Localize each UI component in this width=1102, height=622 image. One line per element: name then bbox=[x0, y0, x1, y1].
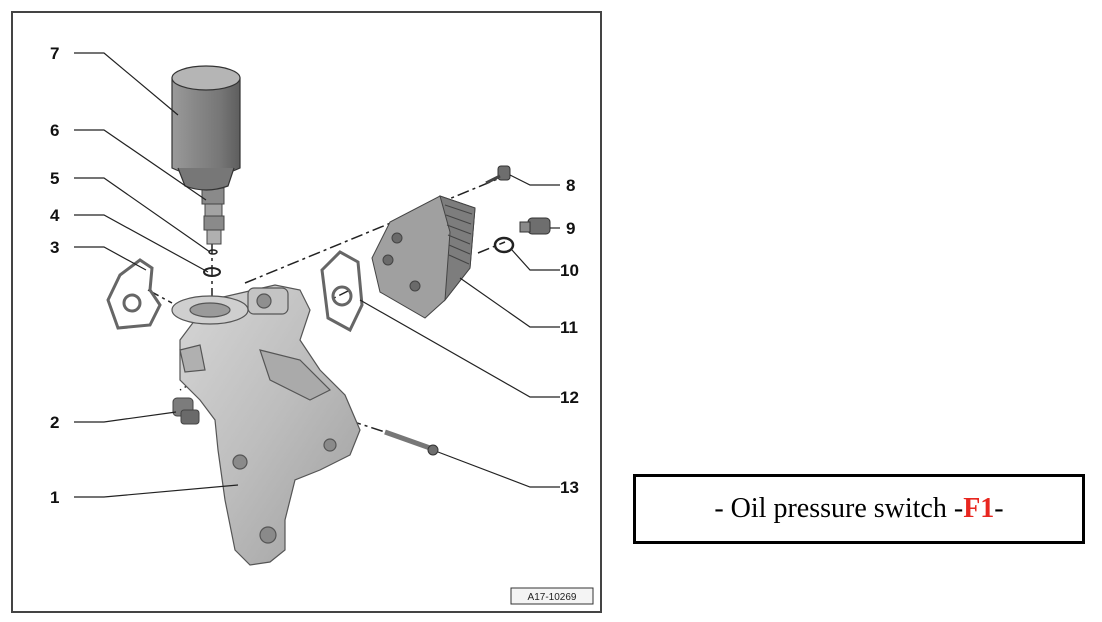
valve bbox=[201, 187, 225, 245]
caption-box: - Oil pressure switch -F1- bbox=[633, 474, 1085, 544]
oil-pressure-switch bbox=[172, 397, 200, 425]
figure-reference: A17-10269 bbox=[528, 592, 577, 603]
callout-3: 3 bbox=[50, 238, 59, 257]
callout-12: 12 bbox=[560, 388, 579, 407]
figure-reference-box bbox=[510, 587, 594, 605]
leader-lines bbox=[74, 52, 560, 498]
callout-2: 2 bbox=[50, 413, 59, 432]
oil-filter-housing bbox=[171, 284, 361, 566]
caption-code: F1 bbox=[963, 493, 995, 524]
callout-6: 6 bbox=[50, 121, 59, 140]
caption-prefix: - Oil pressure switch - bbox=[714, 493, 964, 524]
callout-1: 1 bbox=[50, 488, 59, 507]
callout-13: 13 bbox=[560, 478, 579, 497]
gasket-right bbox=[320, 250, 364, 333]
oil-filter bbox=[171, 65, 241, 191]
caption-suffix: - bbox=[994, 493, 1004, 524]
callout-9: 9 bbox=[566, 219, 575, 238]
gasket-left bbox=[106, 258, 162, 330]
callout-5: 5 bbox=[50, 169, 59, 188]
oil-cooler bbox=[371, 195, 476, 319]
plug-9 bbox=[519, 217, 551, 235]
callout-4: 4 bbox=[50, 206, 60, 225]
callout-8: 8 bbox=[566, 176, 575, 195]
callout-10: 10 bbox=[560, 261, 579, 280]
bolt-13 bbox=[384, 429, 439, 456]
bolt-8 bbox=[485, 165, 511, 185]
o-ring-10 bbox=[493, 236, 515, 254]
o-ring-4 bbox=[203, 267, 221, 277]
callout-11: 11 bbox=[560, 318, 578, 337]
callout-7: 7 bbox=[50, 44, 59, 63]
callout-numbers: 7 6 5 4 3 2 1 8 9 10 11 12 13 bbox=[50, 44, 579, 507]
